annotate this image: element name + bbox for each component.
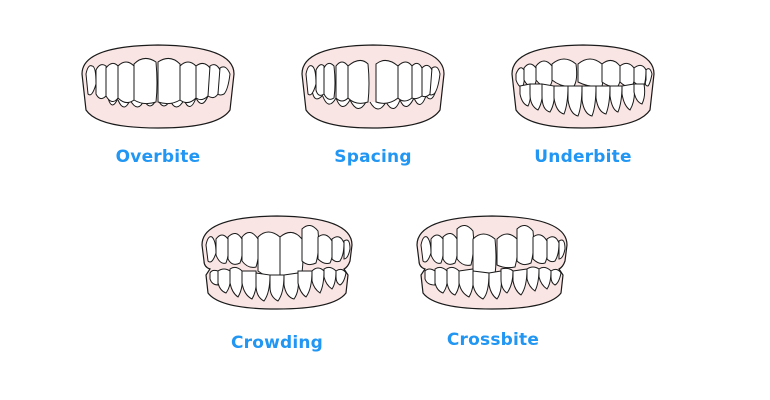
crossbite-label: Crossbite: [446, 330, 540, 350]
overbite-illustration: [78, 40, 238, 132]
underbite-teeth-icon: [511, 44, 655, 129]
underbite-illustration: [508, 40, 658, 132]
spacing-illustration: [298, 40, 448, 132]
overbite-teeth-icon: [81, 44, 235, 129]
crowding-teeth-icon: [201, 215, 353, 310]
crossbite-teeth-icon: [416, 215, 568, 310]
crossbite-illustration: [413, 213, 571, 313]
spacing-teeth-icon: [301, 44, 445, 129]
spacing-label: Spacing: [334, 147, 412, 167]
underbite-label: Underbite: [534, 147, 632, 167]
crowding-illustration: [198, 213, 356, 313]
overbite-label: Overbite: [115, 147, 201, 167]
crowding-label: Crowding: [230, 333, 324, 353]
